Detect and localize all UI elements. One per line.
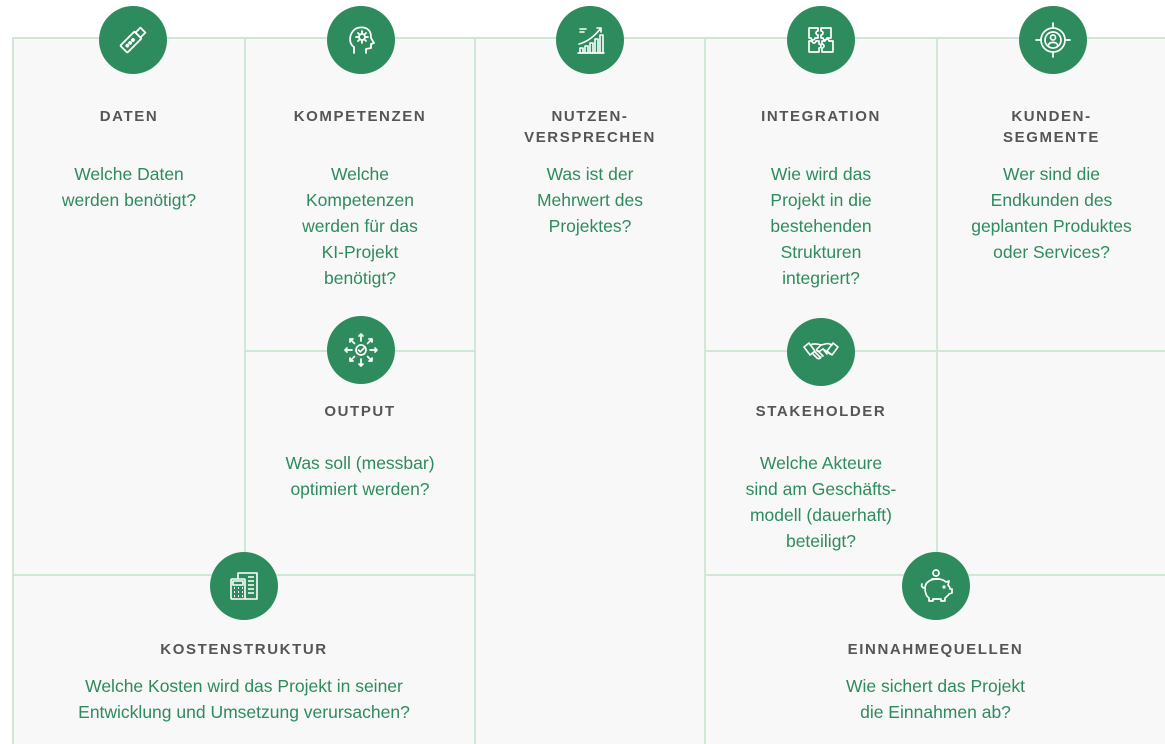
block-question-stakeholder: Welche Akteure sind am Geschäfts- modell… <box>745 453 897 551</box>
block-question-nutzen: Was ist der Mehrwert des Projektes? <box>536 164 643 236</box>
grid-line-left <box>12 37 14 744</box>
block-question-einnahmen: Wie sichert das Projekt die Einnahmen ab… <box>846 676 1025 722</box>
panel-daten <box>14 39 244 574</box>
optimize-arrows-icon <box>327 316 395 384</box>
block-question-kunden: Wer sind die Endkunden des geplanten Pro… <box>971 164 1132 262</box>
block-title-output: OUTPUT <box>324 403 396 420</box>
block-title-integration: INTEGRATION <box>761 108 881 125</box>
block-question-kompetenzen: Welche Kompetenzen werden für das KI-Pro… <box>302 164 418 288</box>
block-title-kompetenzen: KOMPETENZEN <box>293 108 427 125</box>
panel-output <box>246 352 474 574</box>
block-title-einnahmen: EINNAHMEQUELLEN <box>847 641 1024 658</box>
grid-line-v3 <box>704 37 706 744</box>
block-title-kosten: KOSTENSTRUKTUR <box>160 641 328 658</box>
head-gear-icon <box>327 6 395 74</box>
block-title-stakeholder: STAKEHOLDER <box>755 403 887 420</box>
panel-integration <box>706 39 936 350</box>
panel-kunden <box>938 39 1165 350</box>
handshake-icon <box>787 318 855 386</box>
panel-kunden-lower <box>938 352 1165 574</box>
grid-line-v2 <box>474 37 476 744</box>
target-person-icon <box>1019 6 1087 74</box>
panel-stakeholder <box>706 352 936 574</box>
block-question-kosten: Welche Kosten wird das Projekt in seiner… <box>78 676 410 722</box>
grid-line-v1 <box>244 37 246 576</box>
block-title-nutzen: NUTZEN- VERSPRECHEN <box>524 108 656 146</box>
block-title-daten: DATEN <box>99 108 159 125</box>
panel-kompetenzen <box>246 39 474 350</box>
block-title-kunden: KUNDEN- SEGMENTE <box>1003 108 1100 146</box>
panel-nutzen <box>476 39 704 744</box>
grid-line-h-right <box>704 350 1165 352</box>
block-question-integration: Wie wird das Projekt in die bestehenden … <box>770 164 872 288</box>
block-question-output: Was soll (messbar) optimiert werden? <box>285 453 435 499</box>
growth-chart-icon <box>556 6 624 74</box>
puzzle-icon <box>787 6 855 74</box>
calculator-document-icon <box>210 552 278 620</box>
grid-line-v4 <box>936 37 938 576</box>
block-question-daten: Welche Daten werden benötigt? <box>61 164 197 210</box>
usb-stick-icon <box>99 6 167 74</box>
piggy-bank-icon <box>902 552 970 620</box>
